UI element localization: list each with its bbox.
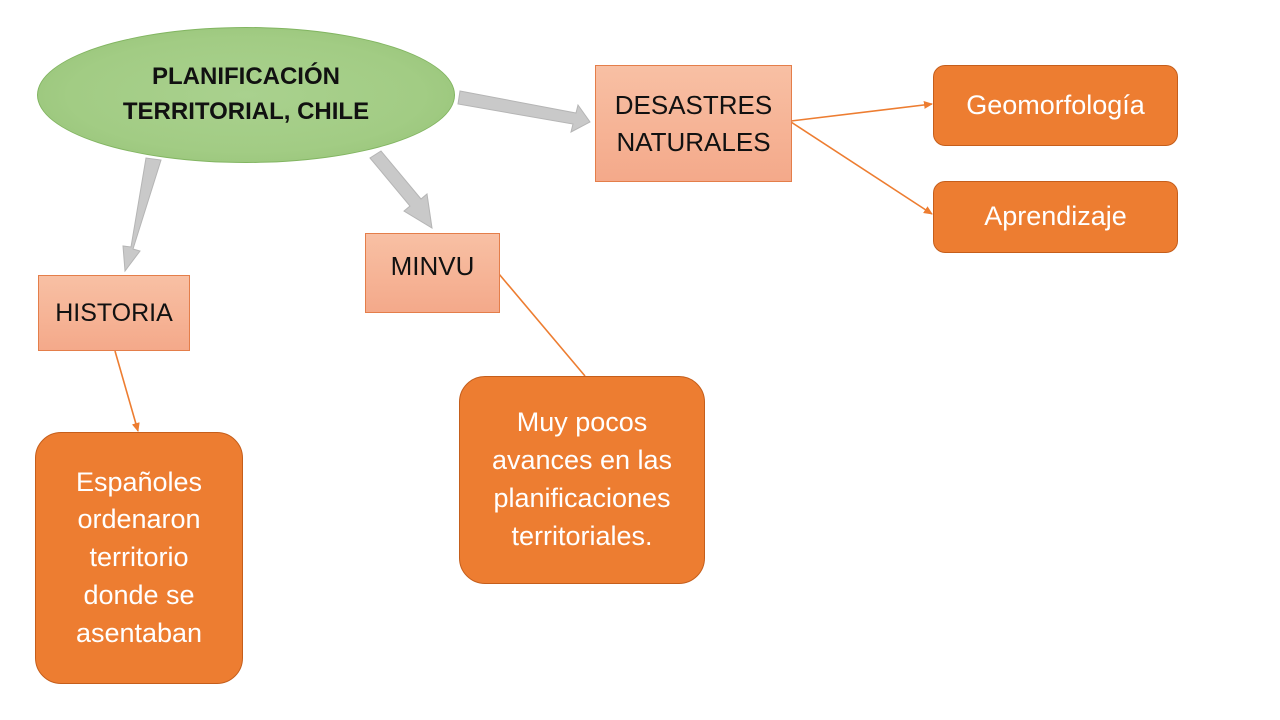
- node-historia-label: HISTORIA: [55, 298, 173, 327]
- connector-desastres-aprendizaje: [790, 121, 933, 215]
- root-node-planificacion: PLANIFICACIÓN TERRITORIAL, CHILE: [37, 27, 455, 163]
- node-aprendizaje: Aprendizaje: [933, 181, 1178, 253]
- connector-desastres-geomorfologia: [790, 100, 933, 122]
- block-arrow-to-minvu: [369, 150, 433, 229]
- node-avances: Muy pocos avances en las planificaciones…: [459, 376, 705, 584]
- node-geomorfologia-label: Geomorfología: [966, 89, 1145, 120]
- node-geomorfologia: Geomorfología: [933, 65, 1178, 146]
- node-aprendizaje-label: Aprendizaje: [984, 201, 1127, 232]
- node-minvu-label: MINVU: [390, 250, 475, 281]
- node-avances-label: Muy pocos avances en las planificaciones…: [491, 407, 673, 551]
- node-desastres-naturales: DESASTRES NATURALES: [595, 65, 792, 182]
- node-historia: HISTORIA: [38, 275, 190, 351]
- block-arrow-to-desastres: [457, 90, 591, 133]
- node-desastres-label: DESASTRES NATURALES: [614, 90, 773, 157]
- connector-minvu-avances: [498, 273, 586, 377]
- root-node-label: PLANIFICACIÓN TERRITORIAL, CHILE: [122, 63, 370, 125]
- node-espanoles: Españoles ordenaron territorio donde se …: [35, 432, 243, 684]
- node-minvu: MINVU: [365, 233, 500, 313]
- block-arrow-to-historia: [122, 157, 162, 273]
- connector-historia-espanoles: [114, 350, 140, 432]
- node-espanoles-label: Españoles ordenaron territorio donde se …: [75, 466, 203, 648]
